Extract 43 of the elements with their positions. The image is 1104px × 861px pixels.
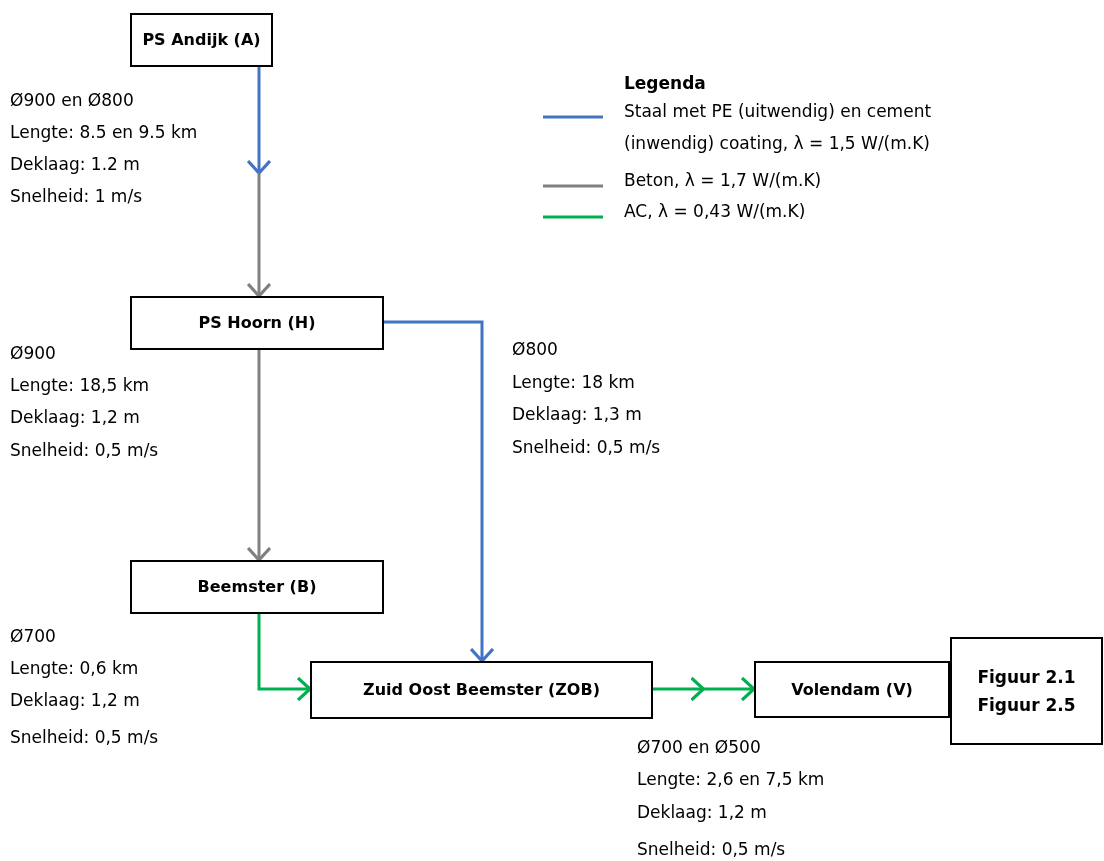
station-box <box>130 13 273 67</box>
station-box <box>310 661 653 719</box>
node-label: PS Andijk (A) <box>142 29 261 51</box>
node-label: PS Hoorn (H) <box>198 312 316 334</box>
node-label: Zuid Oost Beemster (ZOB) <box>363 679 600 701</box>
pipe-spec-text: Snelheid: 0,5 m/s <box>10 439 159 461</box>
node-label: Volendam (V) <box>791 678 913 701</box>
pipe-spec-text: Snelheid: 0,5 m/s <box>10 726 159 748</box>
pipe-spec-text: Deklaag: 1,3 m <box>512 403 642 425</box>
station-box <box>130 560 384 614</box>
pipe-spec-text: Ø900 <box>10 342 56 364</box>
pipe-spec-text: Deklaag: 1,2 m <box>637 801 767 823</box>
node-label: Beemster (B) <box>197 576 317 598</box>
legend-text: Staal met PE (uitwendig) en cement (inwendig) coating, λ = 1,5 W/(m.K) <box>624 100 933 155</box>
node-label: Figuur 2.1 <box>977 666 1076 689</box>
pipe-spec-text: Lengte: 8.5 en 9.5 km <box>10 121 198 143</box>
node-label: Figuur 2.5 <box>977 694 1076 717</box>
pipe-spec-text: Ø800 <box>512 338 558 360</box>
pipe-spec-text: Ø900 en Ø800 <box>10 89 134 111</box>
pipe-spec-text: Lengte: 2,6 en 7,5 km <box>637 768 825 790</box>
station-box <box>130 296 384 350</box>
pipe-spec-text: Snelheid: 1 m/s <box>10 185 142 207</box>
pipe-spec-text: Lengte: 18,5 km <box>10 374 150 396</box>
station-box <box>950 637 1103 745</box>
pipe-spec-text: Snelheid: 0,5 m/s <box>637 838 786 860</box>
pipe-spec-text: Lengte: 0,6 km <box>10 657 139 679</box>
pipe-spec-text: Ø700 <box>10 625 56 647</box>
pipe-spec-text: Lengte: 18 km <box>512 371 635 393</box>
arrow <box>246 67 272 175</box>
arrow <box>246 173 272 298</box>
arrow <box>257 614 312 702</box>
arrow <box>384 320 495 663</box>
pipe-spec-text: Deklaag: 1,2 m <box>10 406 140 428</box>
legend-title: Legenda <box>624 72 706 94</box>
pipe-spec-text: Ø700 en Ø500 <box>637 736 761 758</box>
pipe-spec-text: Snelheid: 0,5 m/s <box>512 436 661 458</box>
arrow <box>246 350 272 562</box>
pipe-spec-text: Deklaag: 1.2 m <box>10 153 140 175</box>
arrow <box>653 677 754 701</box>
pipe-spec-text: Deklaag: 1,2 m <box>10 689 140 711</box>
station-box <box>754 661 950 718</box>
legend-text: Beton, λ = 1,7 W/(m.K) <box>624 169 823 192</box>
legend-text: AC, λ = 0,43 W/(m.K) <box>624 200 807 223</box>
